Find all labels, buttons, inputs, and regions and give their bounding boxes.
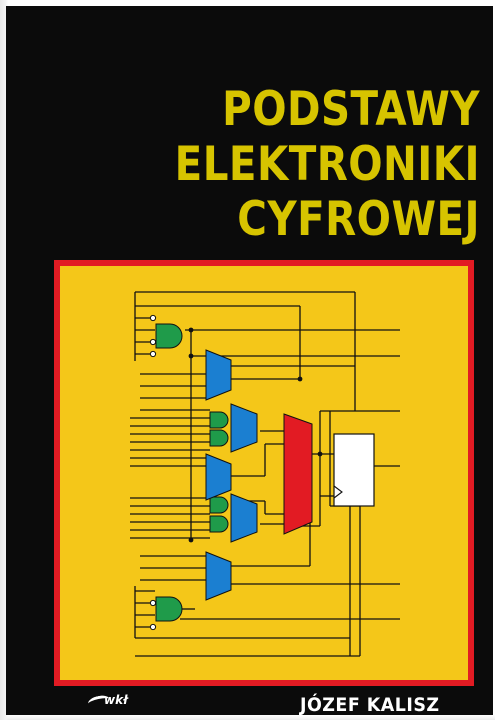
circuit-diagram-icon: [130, 291, 400, 657]
title-line-1: PODSTAWY: [222, 82, 480, 137]
author-name: JÓZEF KALISZ: [300, 694, 440, 716]
circuit-panel: [60, 266, 468, 680]
illustration-frame: [54, 260, 474, 686]
publisher-logo-text: wkł: [104, 693, 128, 707]
title-line-2: ELEKTRONIKI: [174, 137, 480, 192]
publisher-logo: wkł: [87, 693, 128, 710]
title-line-3: CYFROWEJ: [237, 192, 480, 247]
book-title: PODSTAWY ELEKTRONIKI CYFROWEJ: [170, 82, 480, 247]
